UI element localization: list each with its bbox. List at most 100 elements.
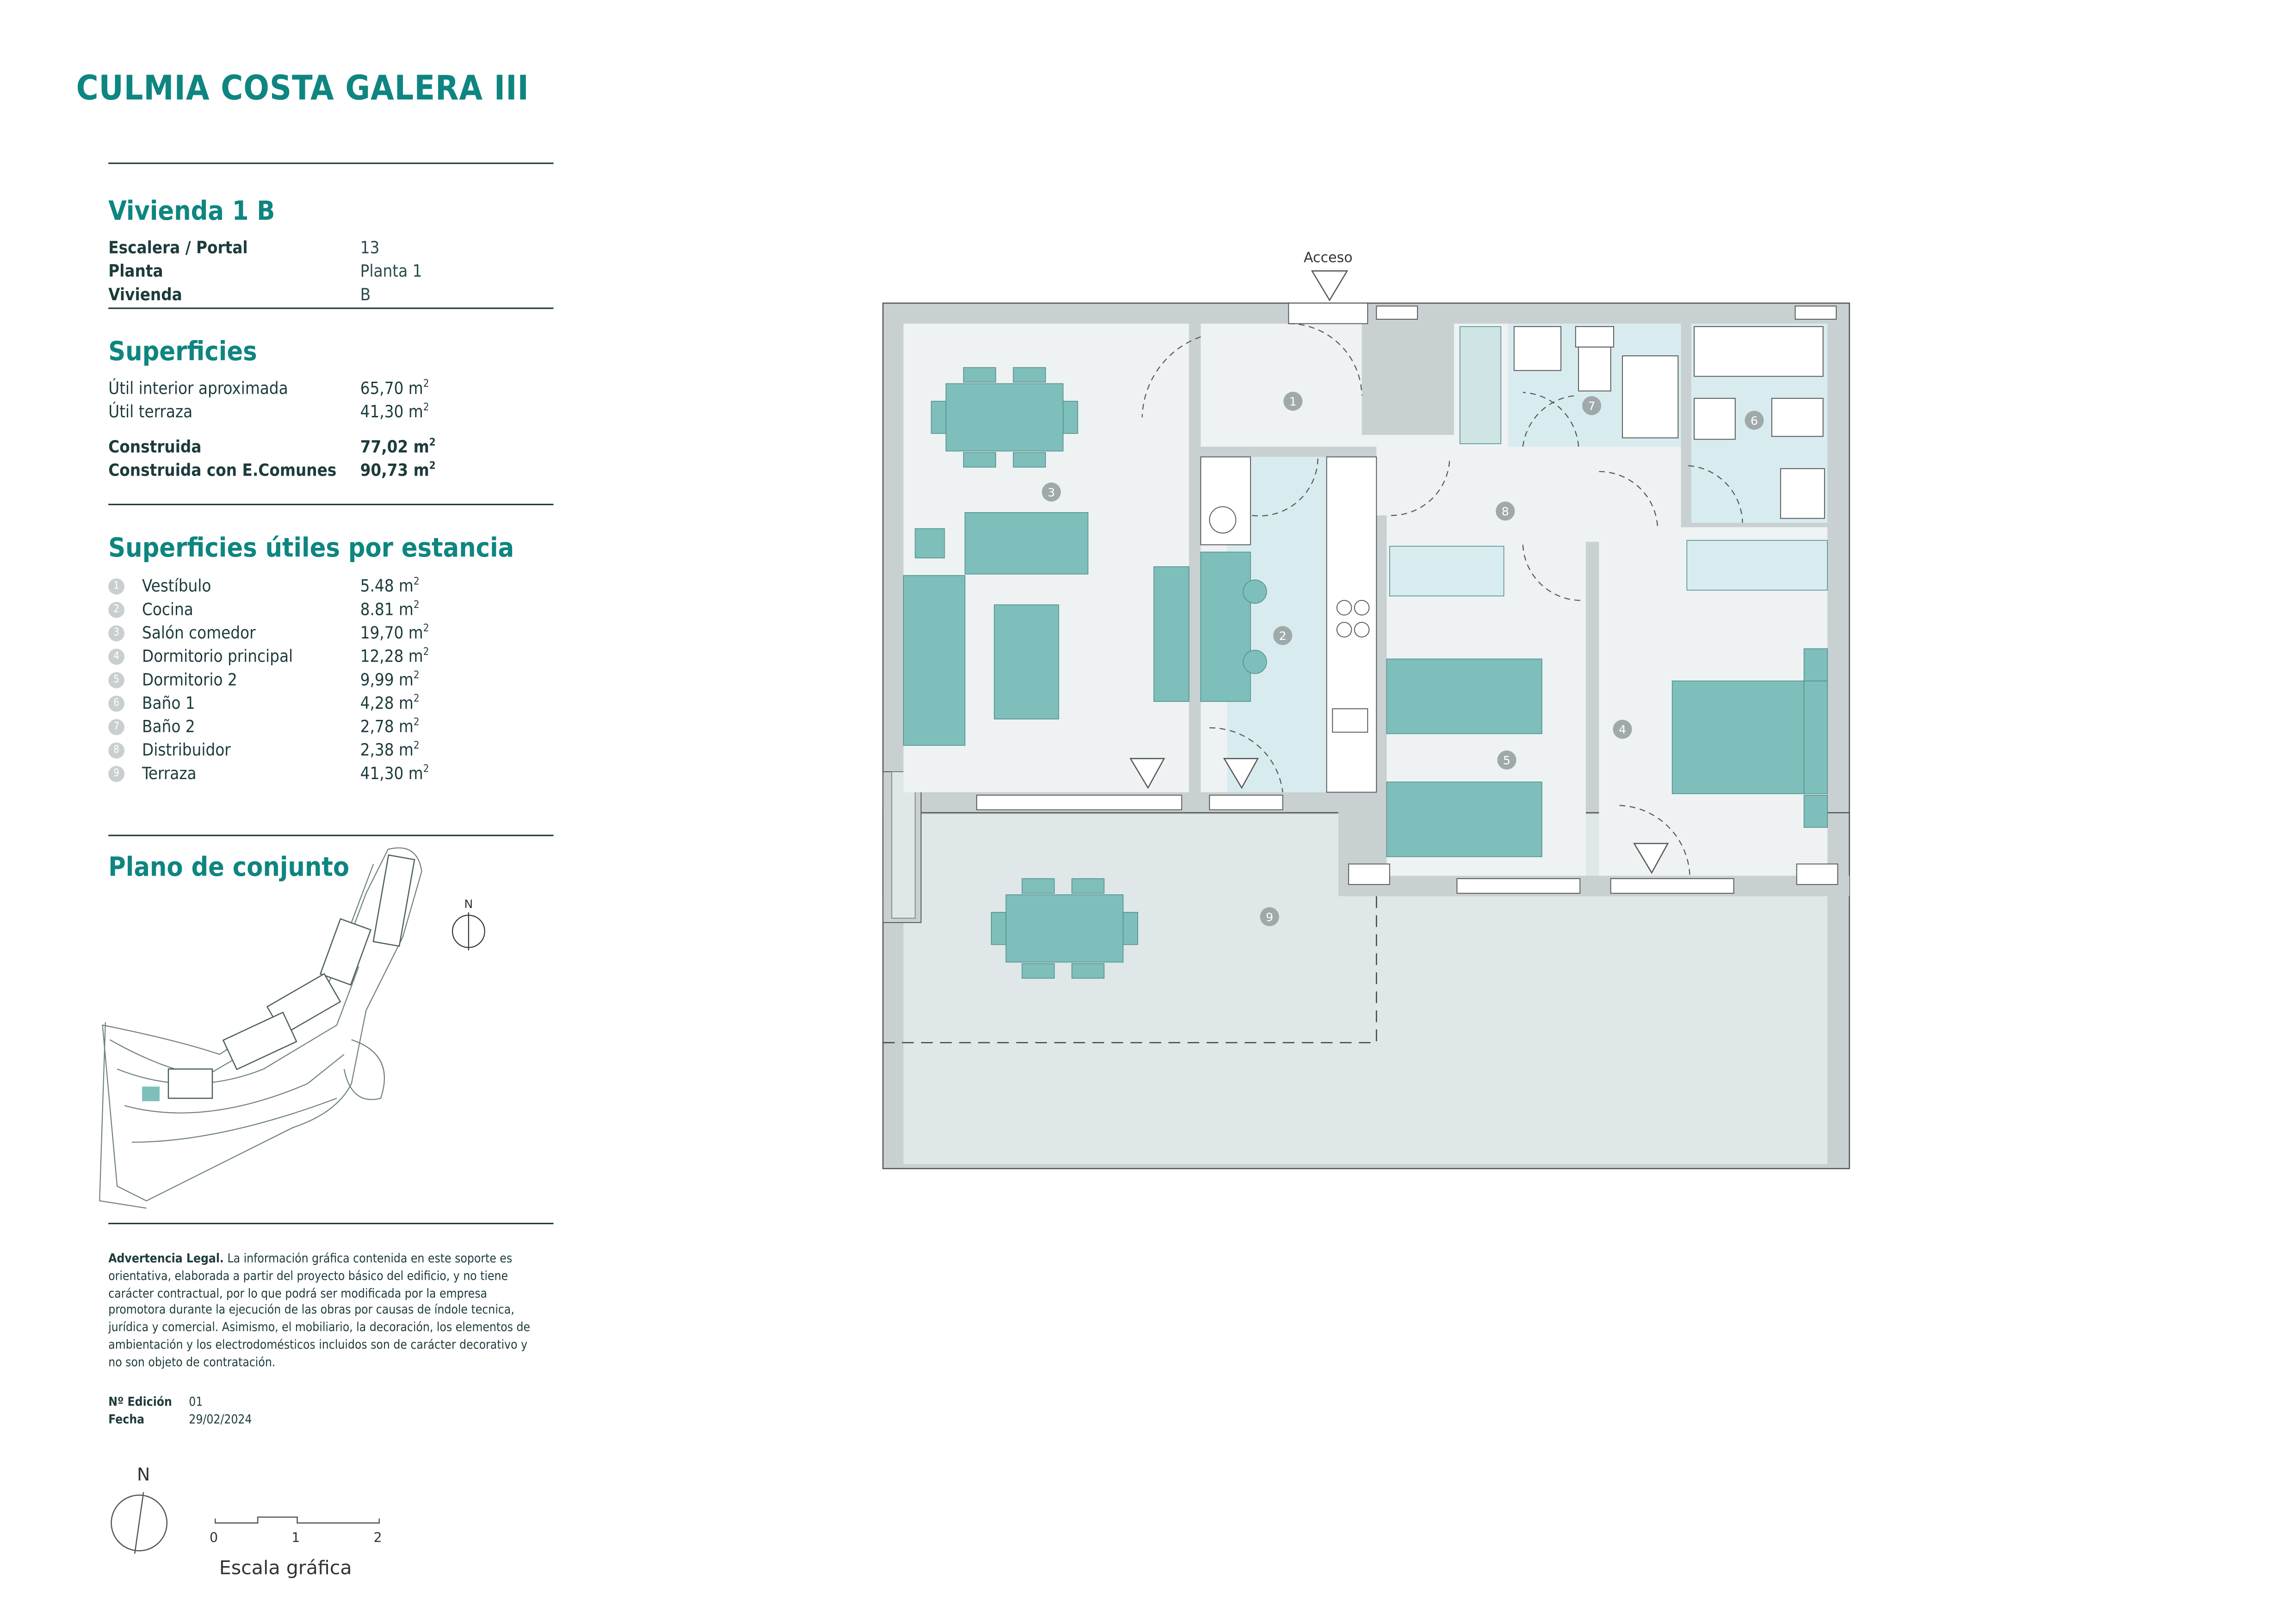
surface-label: Útil interior aproximada <box>108 378 288 398</box>
superscript: 2 <box>413 693 420 705</box>
room-marker <box>1497 750 1516 770</box>
room-area: 9,99 m2 <box>360 669 420 689</box>
unit-highlight <box>142 1086 160 1102</box>
room-number-badge: 3 <box>108 625 125 642</box>
divider <box>108 1222 554 1225</box>
surface-value: 41,30 m2 <box>360 401 429 421</box>
superscript: 2 <box>423 763 429 775</box>
room-number-badge: 6 <box>108 695 125 712</box>
room-marker <box>1745 410 1764 430</box>
edition-value: 01 <box>189 1394 203 1409</box>
room-number-badge: 4 <box>108 649 125 665</box>
room-marker-number: 5 <box>1503 753 1510 767</box>
room-marker <box>1273 626 1293 645</box>
surface-value: 90,73 m2 <box>360 460 436 480</box>
room-label: Baño 2 <box>142 716 195 737</box>
room-row: 5 Dormitorio 2 9,99 m2 <box>108 669 548 693</box>
entry-arrow-icon <box>1223 758 1259 789</box>
superscript: 2 <box>413 576 420 588</box>
area-text: 4,28 m <box>360 693 414 713</box>
superscript: 2 <box>413 739 420 752</box>
area-text: 41,30 m <box>360 763 423 784</box>
site-north-compass: N <box>452 897 485 951</box>
terrace-dashed-line <box>883 896 1377 1043</box>
room-row: 7 Baño 2 2,78 m2 <box>108 716 548 740</box>
legal-text: La información gráfica contenida en este… <box>108 1251 530 1369</box>
value-text: 90,73 m <box>360 459 429 481</box>
room-marker-number: 3 <box>1048 485 1055 499</box>
field-value: Planta 1 <box>360 260 422 281</box>
room-row: 1 Vestíbulo 5.48 m2 <box>108 576 548 599</box>
room-number-badge: 1 <box>108 578 125 595</box>
superscript: 2 <box>423 401 429 414</box>
room-marker-number: 6 <box>1751 414 1758 427</box>
room-area: 2,78 m2 <box>360 716 420 737</box>
area-text: 9,99 m <box>360 669 414 690</box>
divider <box>108 835 554 836</box>
area-text: 5.48 m <box>360 575 414 596</box>
superscript: 2 <box>413 716 420 728</box>
rooms-title: Superficies útiles por estancia <box>108 533 514 564</box>
compass-and-scale: N 0 1 2 Escala gráfica <box>111 1464 382 1579</box>
room-area: 19,70 m2 <box>360 622 429 643</box>
area-text: 2,78 m <box>360 716 414 737</box>
room-row: 9 Terraza 41,30 m2 <box>108 763 548 787</box>
room-area: 4,28 m2 <box>360 693 420 713</box>
room-number-badge: 2 <box>108 601 125 618</box>
room-number-badge: 5 <box>108 672 125 688</box>
superscript: 2 <box>423 622 429 635</box>
superscript: 2 <box>413 669 420 681</box>
room-marker-number: 4 <box>1619 723 1626 737</box>
entry-arrow-icon <box>1633 842 1669 874</box>
room-row: 6 Baño 1 4,28 m2 <box>108 693 548 716</box>
value-text: 65,70 m <box>360 378 423 398</box>
unit-title: Vivienda 1 B <box>108 196 275 227</box>
surface-label: Construida con E.Comunes <box>108 459 337 481</box>
area-text: 2,38 m <box>360 739 414 760</box>
room-number-badge: 7 <box>108 719 125 735</box>
superscript: 2 <box>423 646 429 658</box>
room-number-badge: 9 <box>108 766 125 782</box>
room-label: Distribuidor <box>142 739 231 760</box>
superscript: 2 <box>429 436 436 449</box>
room-label: Dormitorio 2 <box>142 669 237 690</box>
site-plan-title: Plano de conjunto <box>108 852 350 883</box>
room-area: 12,28 m2 <box>360 646 429 666</box>
room-label: Terraza <box>142 763 197 784</box>
divider <box>108 162 554 164</box>
north-compass-icon: N <box>111 1464 168 1554</box>
room-area: 2,38 m2 <box>360 739 420 760</box>
room-marker-number: 2 <box>1279 629 1287 643</box>
room-marker-number: 7 <box>1588 399 1596 413</box>
room-number-badge: 8 <box>108 742 125 759</box>
room-label: Baño 1 <box>142 693 195 713</box>
field-value: B <box>360 284 371 305</box>
room-marker <box>1260 907 1279 926</box>
room-vestibulo-distribuidor <box>1189 323 1681 542</box>
scale-tick: 0 <box>210 1530 218 1545</box>
surface-label: Construida <box>108 436 202 457</box>
room-label: Vestíbulo <box>142 575 211 596</box>
fixtures <box>1200 326 1825 793</box>
divider <box>108 503 554 505</box>
scale-tick: 1 <box>291 1530 300 1545</box>
project-title: CULMIA COSTA GALERA III <box>76 70 529 109</box>
room-label: Dormitorio principal <box>142 645 293 667</box>
field-value: 13 <box>360 237 380 258</box>
room-label: Salón comedor <box>142 622 256 643</box>
room-area: 8.81 m2 <box>360 599 420 619</box>
value-text: 77,02 m <box>360 436 429 457</box>
scale-label: Escala gráfica <box>219 1557 352 1579</box>
superscript: 2 <box>429 460 436 472</box>
room-marker-number: 8 <box>1502 504 1509 518</box>
room-row: 4 Dormitorio principal 12,28 m2 <box>108 646 548 669</box>
surface-row: Construida 77,02 m2 <box>108 436 548 460</box>
entry-arrow-icon <box>1129 758 1165 789</box>
area-text: 12,28 m <box>360 645 423 667</box>
